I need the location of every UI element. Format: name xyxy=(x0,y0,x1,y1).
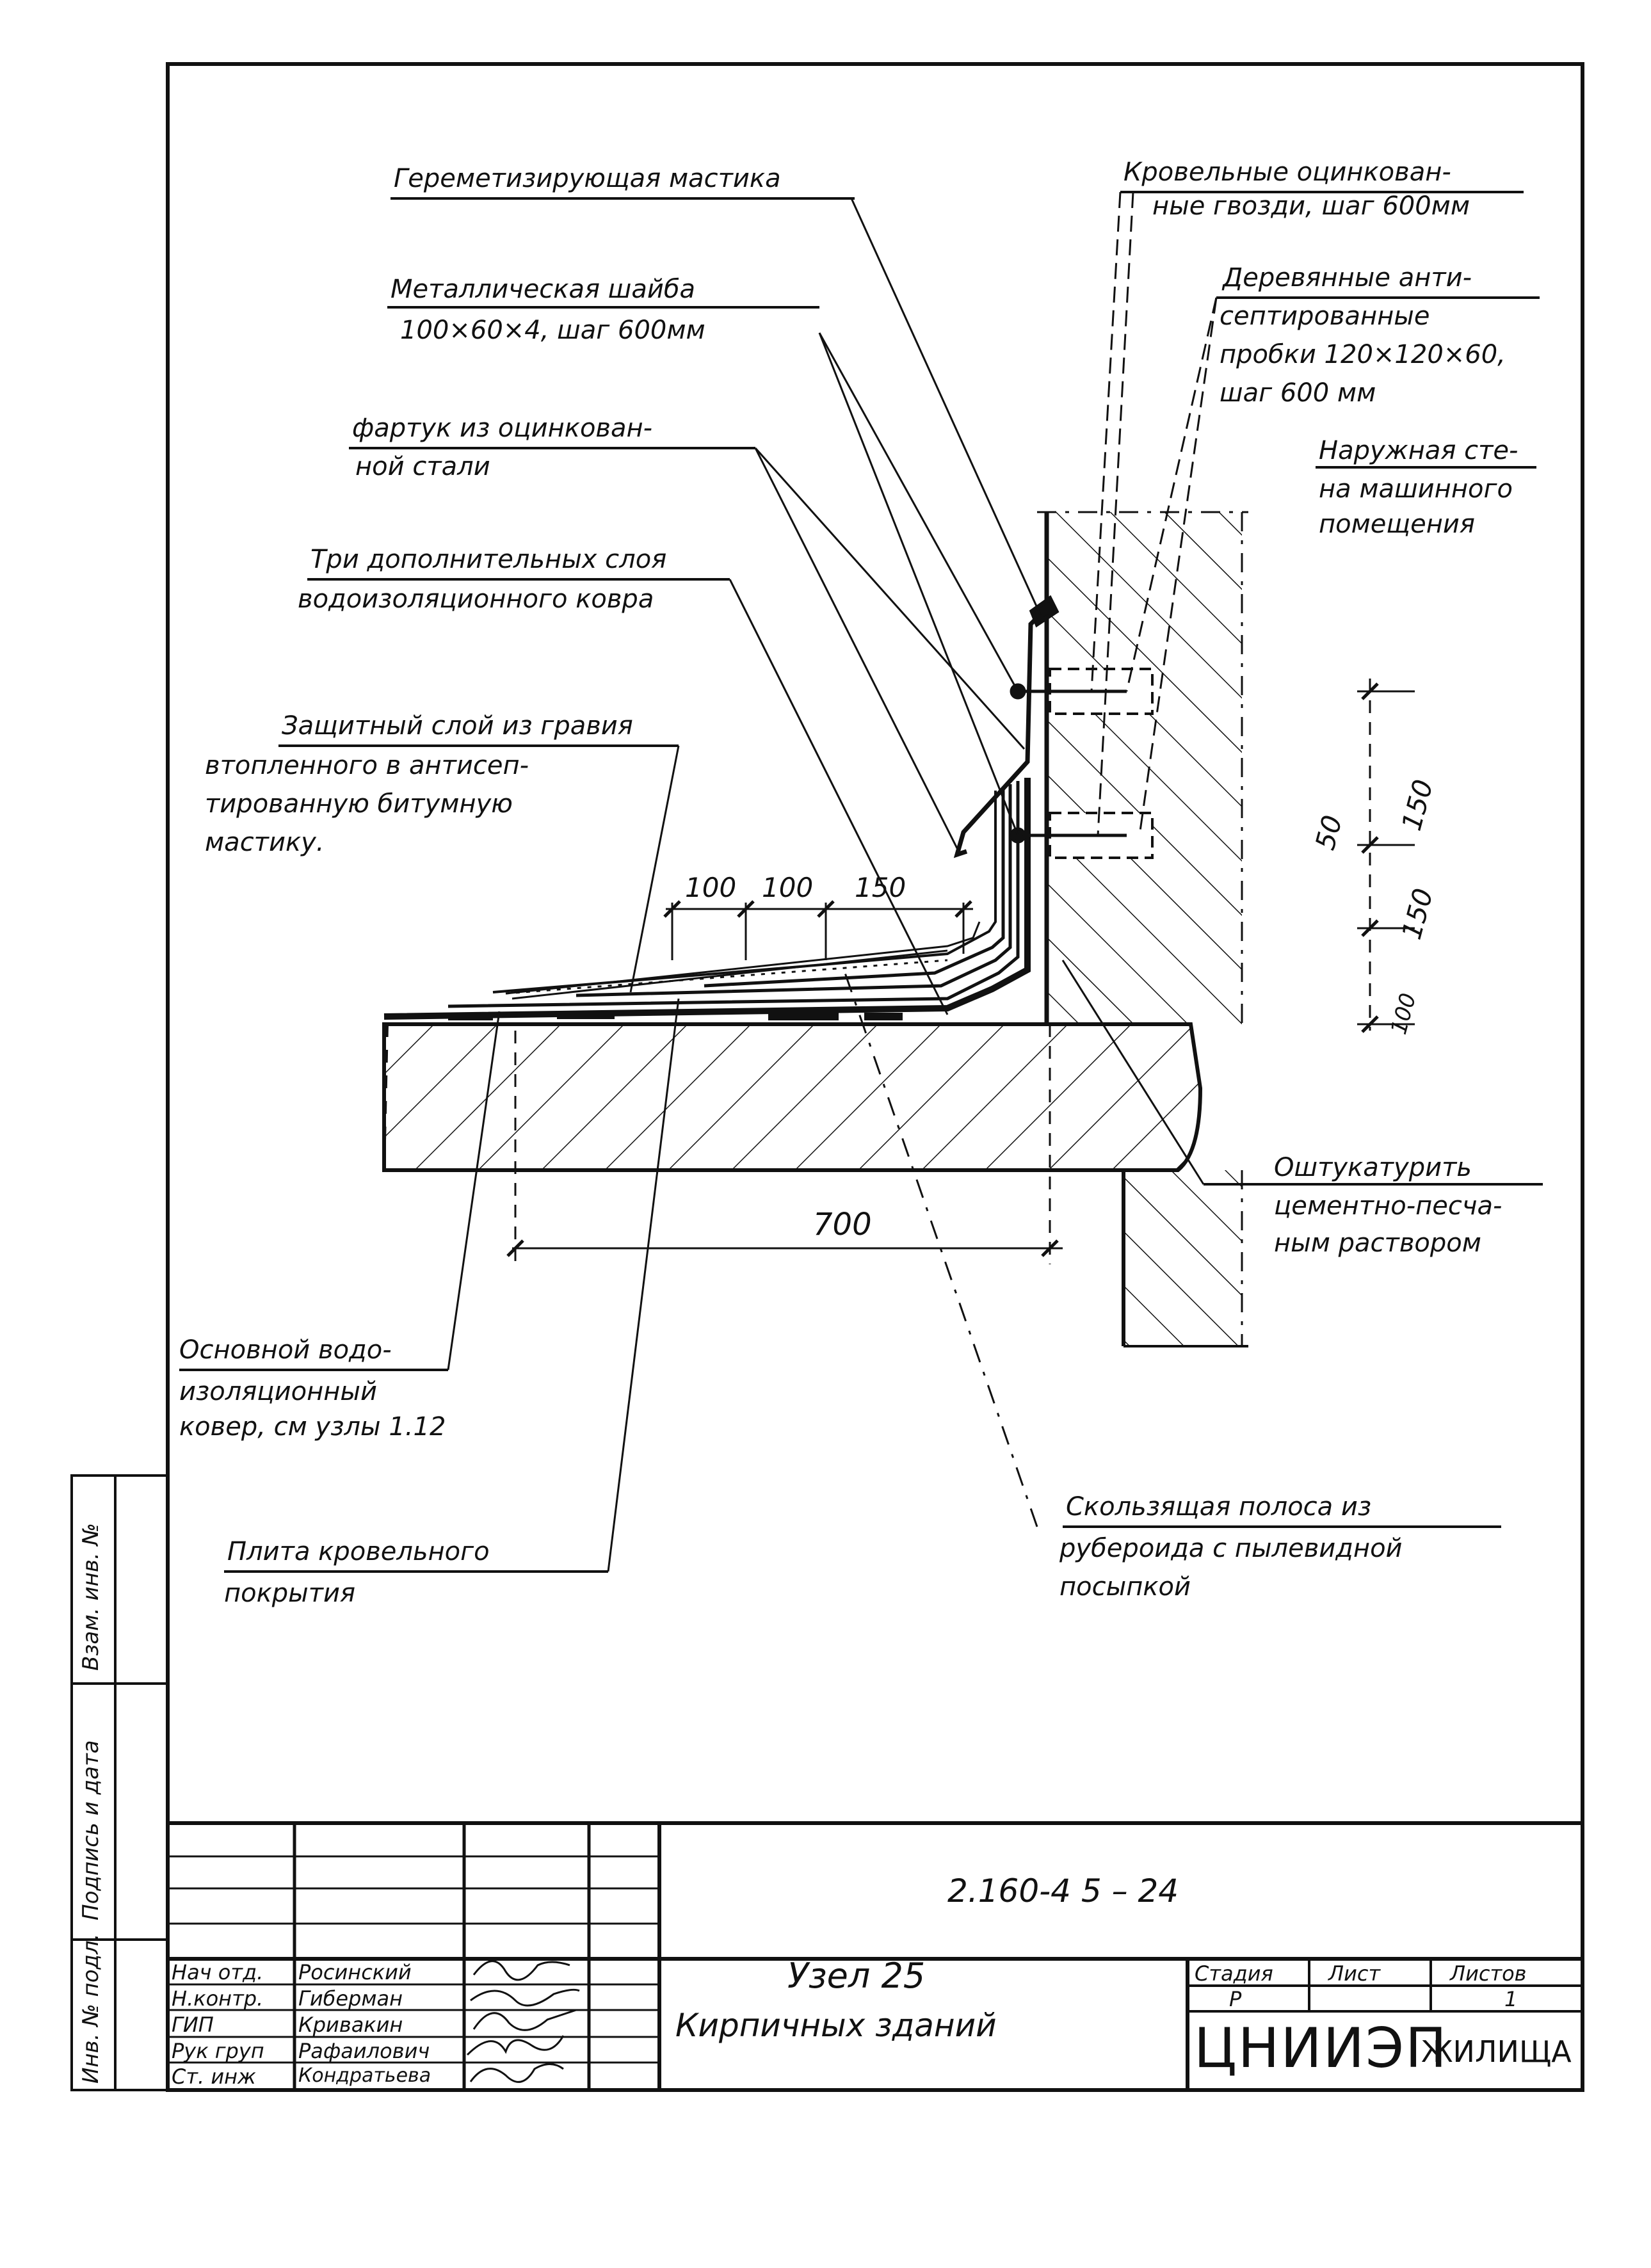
label-roof-nails-1: Кровельные оцинкован- xyxy=(1123,157,1451,187)
label-plaster-1: Оштукатурить xyxy=(1274,1153,1472,1182)
label-sliding-strip-1: Скользящая полоса из xyxy=(1066,1492,1372,1522)
stage-header: Стадия xyxy=(1195,1961,1273,1986)
name-group: Рафаилович xyxy=(298,2039,430,2063)
label-sliding-strip-2: рубероида с пылевидной xyxy=(1059,1534,1403,1563)
label-roof-slab-1: Плита кровельного xyxy=(227,1537,490,1566)
label-main-carpet-3: ковер, см узлы 1.12 xyxy=(179,1412,446,1442)
label-sealing-mastic: Гереметизирующая мастика xyxy=(394,164,781,193)
sheet-frame xyxy=(70,62,1584,2092)
apron xyxy=(953,595,1059,858)
drawing-title-2: Кирпичных зданий xyxy=(675,2007,997,2044)
organization-main: ЦНИИЭП xyxy=(1194,2016,1448,2080)
gravel-layer xyxy=(505,921,981,995)
label-three-layers-1: Три дополнительных слоя xyxy=(310,545,667,574)
side-stamp-inv: Инв. № подл. xyxy=(78,1933,104,2084)
title-block-lines xyxy=(168,1821,1583,2090)
drawing-title-1: Узел 25 xyxy=(787,1956,926,1996)
role-chief: ГИП xyxy=(172,2013,214,2037)
label-wood-plugs-3: пробки 120×120×60, xyxy=(1220,340,1506,369)
roof-slab xyxy=(382,1022,1203,1172)
label-sliding-strip-3: посыпкой xyxy=(1059,1572,1191,1602)
side-stamp-signature: Подпись и дата xyxy=(78,1740,104,1920)
dim-top-3: 150 xyxy=(855,872,906,903)
signatures xyxy=(466,1960,580,2083)
role-control: Н.контр. xyxy=(172,1986,264,2011)
label-wood-plugs-1: Деревянные анти- xyxy=(1223,263,1472,293)
name-engineer: Кондратьева xyxy=(298,2064,431,2087)
outer-wall-lower xyxy=(1122,1170,1248,1347)
waterproofing-layers xyxy=(383,778,1031,1020)
label-underlines xyxy=(179,191,1543,1573)
leader-lines xyxy=(447,191,1218,1572)
label-wood-plugs-2: септированные xyxy=(1220,302,1430,331)
label-roof-nails-2: ные гвозди, шаг 600мм xyxy=(1152,191,1470,221)
label-roof-slab-2: покрытия xyxy=(224,1579,356,1608)
label-plaster-2: цементно-песча- xyxy=(1274,1191,1502,1221)
label-protective-layer-3: тированную битумную xyxy=(205,789,513,819)
sheets-value: 1 xyxy=(1504,1987,1518,2011)
label-wood-plugs-4: шаг 600 мм xyxy=(1220,378,1376,408)
label-three-layers-2: водоизоляционного ковра xyxy=(298,584,654,614)
roof-nails xyxy=(1010,683,1127,844)
label-plaster-3: ным раствором xyxy=(1274,1228,1481,1258)
label-main-carpet-1: Основной водо- xyxy=(179,1335,392,1365)
sheets-header: Листов xyxy=(1450,1961,1527,1986)
label-apron-1: фартук из оцинкован- xyxy=(352,414,653,443)
label-metal-washer-2: 100×60×4, шаг 600мм xyxy=(400,316,705,345)
label-apron-2: ной стали xyxy=(355,452,490,481)
stage-value: Р xyxy=(1229,1987,1242,2011)
label-protective-layer-2: втопленного в антисеп- xyxy=(205,751,529,780)
side-stamp-replacement: Взам. инв. № xyxy=(78,1523,104,1671)
role-engineer: Ст. инж xyxy=(172,2064,256,2089)
role-head: Нач отд. xyxy=(172,1960,264,1984)
label-main-carpet-2: изоляционный xyxy=(179,1377,377,1406)
organization-sub: ЖИЛИЩА xyxy=(1421,2034,1572,2069)
name-chief: Кривакин xyxy=(298,2013,403,2037)
label-outer-wall-1: Наружная сте- xyxy=(1319,436,1518,465)
label-metal-washer-1: Металлическая шайба xyxy=(391,275,696,304)
label-protective-layer-4: мастику. xyxy=(205,828,325,857)
label-outer-wall-2: на машинного xyxy=(1319,474,1513,504)
label-outer-wall-3: помещения xyxy=(1319,510,1475,539)
document-code: 2.160-4 5 – 24 xyxy=(947,1872,1179,1910)
outer-wall-upper xyxy=(1037,511,1248,1024)
dim-top-2: 100 xyxy=(762,872,814,903)
name-control: Гиберман xyxy=(298,1986,403,2011)
sheet-header: Лист xyxy=(1328,1961,1381,1986)
dim-top-1: 100 xyxy=(685,872,737,903)
dimension-lines xyxy=(506,679,1415,1264)
dim-bottom: 700 xyxy=(813,1207,872,1243)
label-protective-layer-1: Защитный слой из гравия xyxy=(282,711,633,741)
membrane-strips xyxy=(448,1011,903,1020)
role-group: Рук груп xyxy=(172,2039,264,2063)
name-head: Росинский xyxy=(298,1960,412,1984)
